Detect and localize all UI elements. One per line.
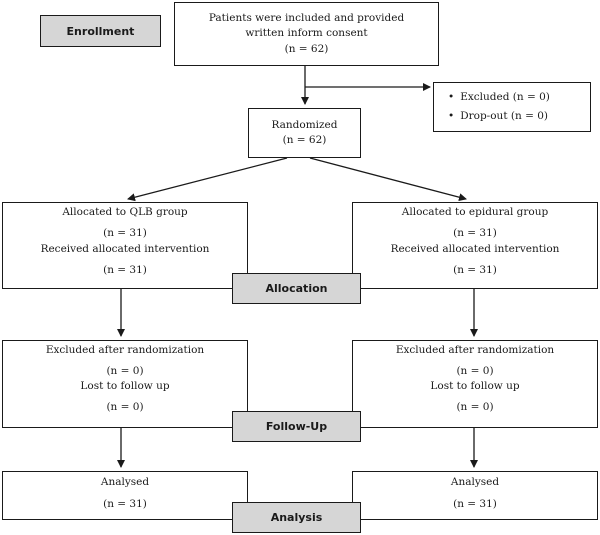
analysis-epidural-box: Analysed (n = 31) [352,471,598,520]
epidural-lost-label: Lost to follow up [430,380,520,392]
analysis-stage-label: Analysis [232,502,361,533]
allocation-qlb-box: Allocated to QLB group (n = 31) Received… [2,202,248,289]
exclusion-item-excluded: Excluded (n = 0) [448,90,550,105]
enrollment-stage-label: Enrollment [40,15,161,47]
followup-epidural-box: Excluded after randomization (n = 0) Los… [352,340,598,428]
qlb-excluded-label: Excluded after randomization [45,343,205,356]
qlb-analysed-label: Analysed [100,476,150,489]
exclusion-item-dropout: Drop-out (n = 0) [448,109,550,124]
exclusion-box: Excluded (n = 0) Drop-out (n = 0) [433,82,591,132]
exclusion-list: Excluded (n = 0) Drop-out (n = 0) [448,87,550,126]
randomized-label: Randomized [271,118,338,131]
consent-line-2: written inform consent [245,27,368,40]
epidural-analysed-label: Analysed [450,476,500,489]
qlb-lost-label: Lost to follow up [80,380,170,392]
qlb-received-label: Received allocated intervention [40,242,210,255]
qlb-excluded-count: (n = 0) [106,364,144,377]
randomized-count: (n = 62) [282,134,327,146]
randomized-box: Randomized (n = 62) [248,108,361,158]
followup-label-text: Follow-Up [265,420,328,433]
qlb-analysed-count: (n = 31) [103,497,147,510]
consent-count: (n = 62) [284,42,329,55]
enrollment-label-text: Enrollment [66,24,135,38]
epidural-lost-count: (n = 0) [456,401,494,414]
allocation-epidural-box: Allocated to epidural group (n = 31) Rec… [352,202,598,289]
epidural-allocated-count: (n = 31) [453,227,497,240]
epidural-received-label: Received allocated intervention [390,242,560,255]
followup-stage-label: Follow-Up [232,411,361,442]
qlb-lost-count: (n = 0) [106,401,144,414]
epidural-allocated-label: Allocated to epidural group [401,206,549,219]
epidural-excluded-count: (n = 0) [456,364,494,377]
consent-line-1: Patients were included and provided [208,12,405,25]
analysis-qlb-box: Analysed (n = 31) [2,471,248,520]
analysis-label-text: Analysis [270,511,323,524]
qlb-received-count: (n = 31) [103,263,147,276]
qlb-allocated-count: (n = 31) [103,227,147,240]
arrow-randomized-to-qlb [127,157,288,202]
allocation-stage-label: Allocation [232,273,361,304]
allocation-label-text: Allocation [265,282,328,295]
epidural-excluded-label: Excluded after randomization [395,343,555,356]
followup-qlb-box: Excluded after randomization (n = 0) Los… [2,340,248,428]
epidural-received-count: (n = 31) [453,263,497,276]
qlb-allocated-label: Allocated to QLB group [62,206,188,219]
arrow-randomized-to-epidural [309,157,467,202]
consent-box: Patients were included and provided writ… [174,2,439,66]
epidural-analysed-count: (n = 31) [453,497,497,510]
